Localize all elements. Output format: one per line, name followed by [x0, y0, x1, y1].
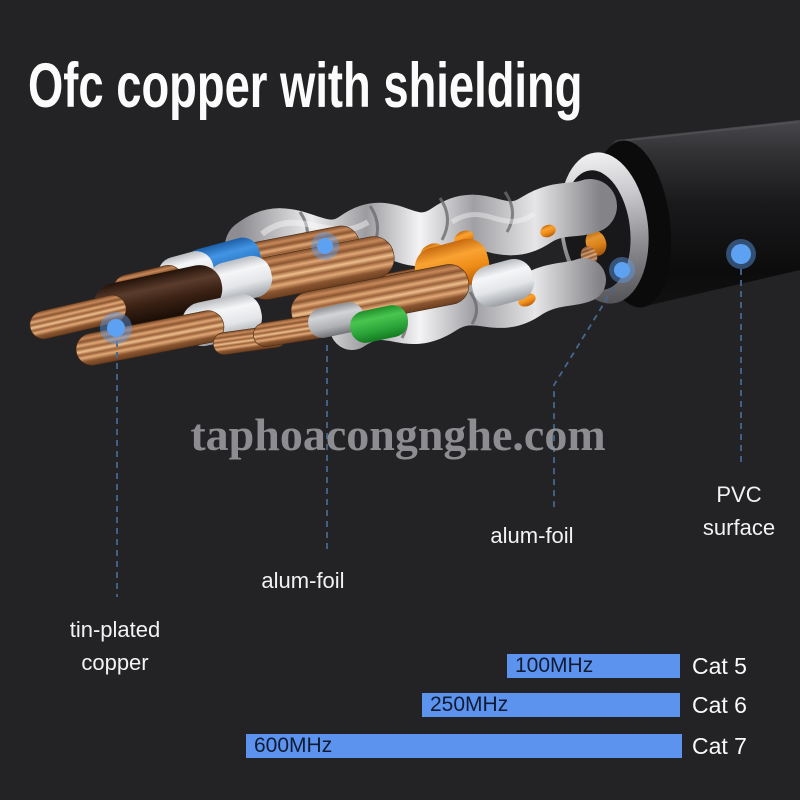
category-label-cat6: Cat 6	[692, 692, 747, 718]
white-insulation	[207, 255, 273, 305]
callout-lines	[116, 269, 742, 597]
label-line: copper	[81, 650, 149, 675]
bar-cat7: 600MHz	[246, 734, 682, 758]
watermark-text: taphoacongnghe.com	[190, 409, 606, 460]
label-line: tin-plated	[69, 617, 161, 642]
marker-dot-alum-foil-right	[609, 257, 635, 283]
page-title: Ofc copper with shielding	[28, 51, 583, 121]
white-insulation	[471, 258, 535, 308]
marker-dot-tin-plated-copper	[100, 312, 132, 344]
label-tin-plated-copper: tin-plated copper	[70, 613, 161, 679]
callout-line-alum-foil-right	[553, 286, 615, 512]
wire-bundle	[29, 225, 535, 366]
bar-value-label: 250MHz	[430, 693, 509, 716]
label-line: surface	[702, 515, 776, 540]
marker-dot-alum-foil-left	[311, 232, 339, 260]
label-alum-foil-right: alum-foil	[490, 523, 574, 548]
green-insulated-wire	[350, 305, 408, 343]
category-label-cat7: Cat 7	[692, 733, 747, 759]
label-alum-foil-left: alum-foil	[261, 568, 345, 593]
label-line: PVC	[716, 482, 762, 507]
marker-dots	[100, 232, 756, 344]
marker-dot-pvc-surface	[726, 239, 756, 269]
bar-value-label: 100MHz	[515, 654, 594, 677]
gray-insulated-wire	[308, 302, 364, 338]
bar-cat5: 100MHz	[507, 654, 680, 678]
category-label-cat5: Cat 5	[692, 653, 747, 679]
tin-plated-copper-wire	[29, 294, 127, 340]
copper-wire	[75, 310, 225, 366]
bar-cat6: 250MHz	[422, 693, 680, 717]
label-pvc-surface: PVC surface	[703, 478, 775, 544]
bar-value-label: 600MHz	[254, 734, 333, 757]
